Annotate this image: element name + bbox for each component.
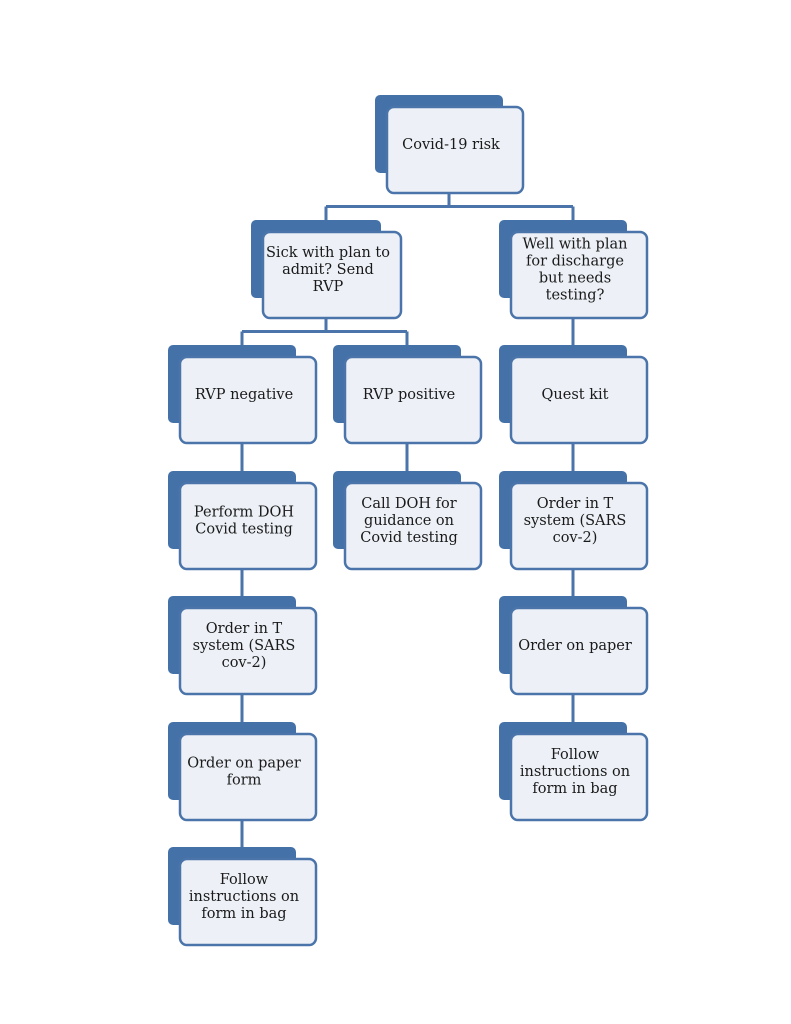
node-label: Perform DOH — [194, 505, 294, 521]
node-label: form in bag — [532, 781, 617, 797]
node-root: Covid-19 risk — [375, 95, 525, 195]
node-box — [178, 732, 318, 822]
node-label: Covid testing — [195, 522, 292, 538]
node-label: Order in T — [537, 496, 614, 512]
node-label: Call DOH for — [361, 496, 456, 512]
node-label: for discharge — [526, 254, 624, 270]
node-box — [343, 481, 483, 571]
node-label: RVP — [313, 279, 344, 295]
node-label: instructions on — [189, 889, 299, 905]
node-box — [261, 230, 403, 320]
node-label: system (SARS — [193, 638, 296, 654]
node-label: form — [227, 773, 262, 789]
node-label: Order on paper — [187, 756, 301, 772]
connector-root — [324, 193, 575, 220]
node-label: but needs — [539, 271, 611, 287]
node-label: Quest kit — [542, 387, 609, 403]
node-label: Covid-19 risk — [402, 137, 500, 153]
node-label: system (SARS — [524, 513, 627, 529]
node-box — [509, 606, 649, 696]
connector-sick — [240, 318, 409, 345]
node-label: cov-2) — [553, 530, 598, 546]
node-label: Order on paper — [518, 638, 632, 654]
node-label: Order in T — [206, 621, 283, 637]
node-box — [509, 481, 649, 571]
node-quest-kit: Quest kit — [499, 345, 649, 445]
node-box — [178, 481, 318, 571]
node-label: Well with plan — [523, 237, 628, 253]
node-label: admit? Send — [282, 262, 374, 278]
node-label: Follow — [551, 747, 600, 763]
node-box — [343, 355, 483, 445]
node-rvp-negative: RVP negative — [168, 345, 318, 445]
node-rvp-positive: RVP positive — [333, 345, 483, 445]
node-label: testing? — [546, 288, 605, 304]
node-label: Covid testing — [360, 530, 457, 546]
node-order-paper-right: Order on paper — [499, 596, 649, 696]
node-box — [178, 857, 318, 947]
node-box — [509, 355, 649, 445]
node-box — [178, 355, 318, 445]
node-box — [509, 732, 649, 822]
node-label: guidance on — [364, 513, 454, 529]
node-label: cov-2) — [222, 655, 267, 671]
node-box — [385, 105, 525, 195]
node-label: RVP positive — [363, 387, 456, 403]
node-label: Sick with plan to — [266, 245, 390, 261]
node-label: RVP negative — [195, 387, 293, 403]
node-box — [509, 230, 649, 320]
node-label: form in bag — [201, 906, 286, 922]
node-box — [178, 606, 318, 696]
node-label: instructions on — [520, 764, 630, 780]
node-label: Follow — [220, 872, 269, 888]
connectors — [240, 193, 575, 847]
